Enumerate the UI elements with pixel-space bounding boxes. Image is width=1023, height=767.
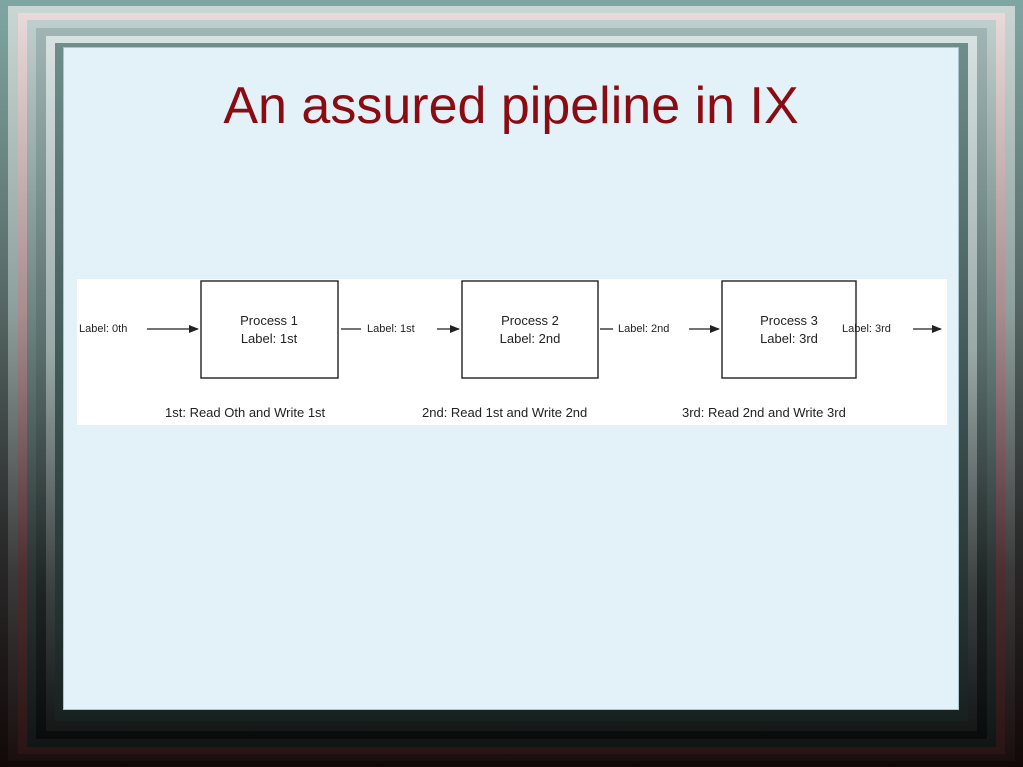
process-3-box bbox=[721, 280, 857, 379]
slide: An assured pipeline in IX Label: 0th Pro… bbox=[63, 47, 959, 710]
process-1-label: Label: 1st bbox=[241, 331, 298, 346]
process-2-name: Process 2 bbox=[501, 313, 559, 328]
process-3-name: Process 3 bbox=[760, 313, 818, 328]
input-label: Label: 0th bbox=[79, 323, 127, 335]
process-2-box bbox=[461, 280, 599, 379]
slide-title: An assured pipeline in IX bbox=[223, 77, 799, 135]
process-1-box bbox=[200, 280, 339, 379]
process-1-output-label: Label: 1st bbox=[367, 323, 415, 335]
process-2-label: Label: 2nd bbox=[500, 331, 561, 346]
process-1-caption: 1st: Read Oth and Write 1st bbox=[165, 405, 326, 420]
process-3-caption: 3rd: Read 2nd and Write 3rd bbox=[682, 405, 846, 420]
process-1-name: Process 1 bbox=[240, 313, 298, 328]
process-3-label: Label: 3rd bbox=[760, 331, 818, 346]
pipeline-diagram: Label: 0th Process 1 Label: 1st Label: 1… bbox=[77, 279, 947, 425]
process-2-caption: 2nd: Read 1st and Write 2nd bbox=[422, 405, 587, 420]
process-3-output-label: Label: 3rd bbox=[842, 323, 891, 335]
process-2-output-label: Label: 2nd bbox=[618, 323, 669, 335]
pipeline-diagram-svg: Label: 0th Process 1 Label: 1st Label: 1… bbox=[79, 280, 942, 420]
